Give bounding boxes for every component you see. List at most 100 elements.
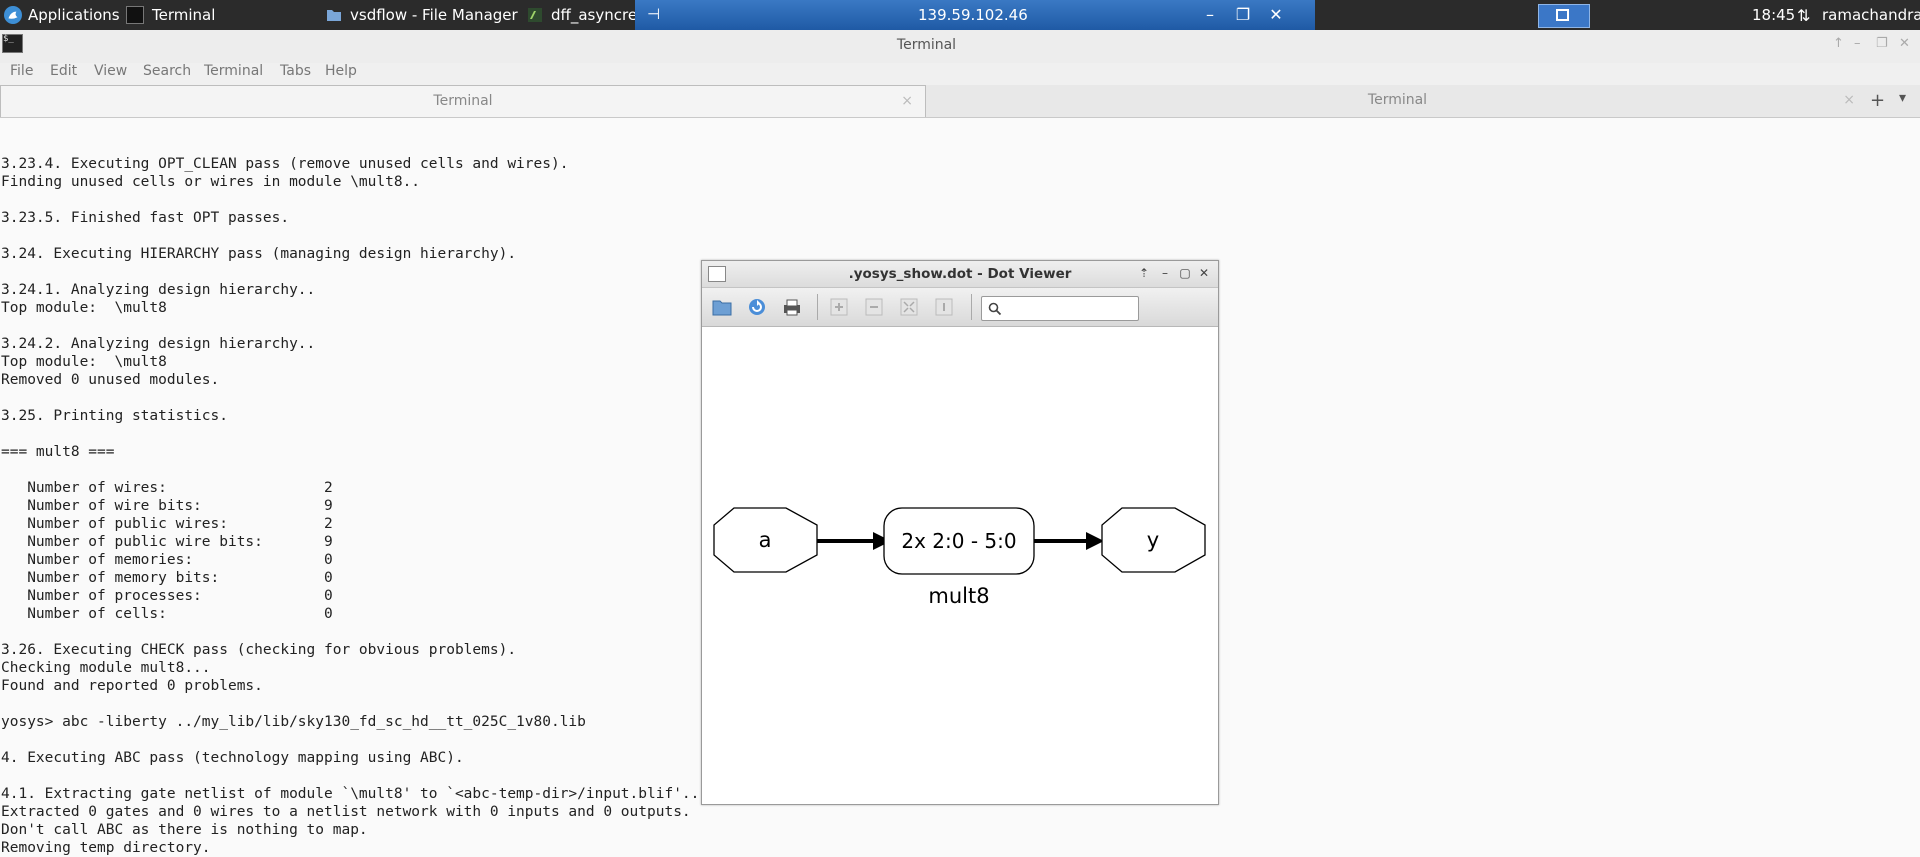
tab-close-icon[interactable]: × [1843, 92, 1855, 108]
output-node-shape[interactable] [1101, 507, 1206, 573]
applications-label: Applications [28, 6, 120, 24]
taskbar-file-manager-label: vsdflow - File Manager [350, 6, 518, 24]
menu-view[interactable]: View [94, 63, 128, 79]
module-label: mult8 [928, 584, 989, 608]
tab-terminal-1[interactable]: Terminal × [0, 85, 926, 117]
menu-edit[interactable]: Edit [50, 63, 78, 79]
network-arrows-icon: ⇅ [1797, 5, 1811, 25]
remote-restore-button[interactable]: ❐ [1235, 5, 1251, 24]
dot-viewer-title: .yosys_show.dot - Dot Viewer [848, 266, 1072, 282]
remote-session-bar[interactable]: ⊣ 139.59.102.46 – ❐ ✕ [635, 0, 1315, 30]
remote-close-button[interactable]: ✕ [1269, 5, 1283, 24]
terminal-line: yosys> abc -liberty ../my_lib/lib/sky130… [1, 714, 586, 730]
shade-icon[interactable]: ⇡ [1138, 266, 1150, 280]
print-icon[interactable] [782, 297, 802, 317]
remote-minimize-button[interactable]: – [1206, 5, 1214, 24]
workspace-switcher[interactable] [1538, 4, 1590, 28]
search-field[interactable] [981, 296, 1139, 321]
xfce-logo-icon [4, 6, 22, 24]
terminal-line: === mult8 === [1, 444, 115, 460]
network-indicator[interactable]: ⇅ [1797, 0, 1810, 30]
minimize-icon[interactable]: – [1162, 266, 1168, 280]
toolbar-separator [817, 294, 818, 320]
pin-icon[interactable]: ⊣ [647, 5, 661, 23]
dot-viewer-titlebar[interactable]: .yosys_show.dot - Dot Viewer ⇡ – ▢ ✕ [702, 261, 1218, 288]
zoom-out-icon[interactable] [864, 297, 884, 317]
zoom-in-icon[interactable] [829, 297, 849, 317]
terminal-app-icon: $_ [2, 34, 23, 53]
terminal-titlebar[interactable]: $_ Terminal ↑ – ❐ ✕ [0, 30, 1920, 64]
terminal-line: Number of memories: 0 [1, 552, 333, 568]
search-input[interactable] [1006, 299, 1138, 319]
terminal-line [1, 137, 699, 155]
open-folder-icon[interactable] [712, 297, 732, 317]
tab-close-icon[interactable]: × [901, 93, 913, 109]
close-icon[interactable]: ✕ [1198, 266, 1210, 280]
reload-icon[interactable] [747, 297, 767, 317]
tab-bar: Terminal × Terminal × + ▾ [0, 85, 1920, 118]
terminal-output[interactable]: 3.23.4. Executing OPT_CLEAN pass (remove… [1, 137, 699, 857]
terminal-line: Found and reported 0 problems. [1, 678, 263, 694]
toolbar-separator [971, 294, 972, 320]
taskbar-terminal-label: Terminal [152, 6, 216, 24]
minimize-icon[interactable]: – [1854, 36, 1861, 51]
edge-a-arrowhead [873, 532, 891, 550]
new-tab-button[interactable]: + [1870, 90, 1886, 111]
taskbar-dff-label: dff_asyncre [551, 6, 638, 24]
terminal-line [1, 695, 699, 713]
taskbar-file-manager[interactable]: vsdflow - File Manager [326, 0, 518, 30]
workspace-icon [1556, 9, 1569, 21]
terminal-line [1, 317, 699, 335]
tab-label: Terminal [433, 93, 493, 109]
folder-icon [327, 10, 341, 21]
menu-file[interactable]: File [10, 63, 34, 79]
tab-list-dropdown[interactable]: ▾ [1899, 90, 1907, 106]
menu-help[interactable]: Help [325, 63, 357, 79]
zoom-100-icon[interactable] [934, 297, 954, 317]
clock[interactable]: 18:45 [1752, 0, 1795, 30]
terminal-line: Number of public wires: 2 [1, 516, 333, 532]
output-node-label: y [1147, 528, 1159, 552]
terminal-line: Number of wires: 2 [1, 480, 333, 496]
terminal-line [1, 623, 699, 641]
dot-viewer-window[interactable]: .yosys_show.dot - Dot Viewer ⇡ – ▢ ✕ a [701, 260, 1219, 805]
tab-label: Terminal [1367, 92, 1428, 108]
maximize-icon[interactable]: ▢ [1179, 266, 1191, 280]
search-icon [988, 302, 1002, 316]
graph-svg: a 2x 2:0 - 5:0 y mult8 [713, 507, 1206, 608]
menu-terminal[interactable]: Terminal [204, 63, 264, 79]
taskbar-dff[interactable]: dff_asyncre [527, 0, 637, 30]
cell-node-label: 2x 2:0 - 5:0 [901, 529, 1016, 553]
tab-terminal-2[interactable]: Terminal × [930, 85, 1865, 117]
window-title: Terminal [896, 37, 957, 53]
terminal-line: Removing temp directory. [1, 840, 211, 856]
terminal-line: Checking module mult8... [1, 660, 211, 676]
graph-canvas[interactable]: a 2x 2:0 - 5:0 y mult8 [702, 327, 1218, 804]
terminal-line: Number of cells: 0 [1, 606, 333, 622]
terminal-line: Number of wire bits: 9 [1, 498, 333, 514]
window-icon [708, 266, 726, 282]
shade-icon[interactable]: ↑ [1833, 36, 1844, 51]
terminal-line: Number of memory bits: 0 [1, 570, 333, 586]
user-menu[interactable]: ramachandran [1822, 0, 1920, 30]
applications-menu[interactable]: Applications [4, 0, 120, 30]
terminal-line: 3.23.4. Executing OPT_CLEAN pass (remove… [1, 156, 569, 172]
input-node-shape[interactable] [713, 507, 818, 573]
terminal-line: Top module: \mult8 [1, 354, 167, 370]
clock-time: 18:45 [1752, 6, 1796, 24]
menu-search[interactable]: Search [143, 63, 192, 79]
terminal-line [1, 731, 699, 749]
terminal-line [1, 389, 699, 407]
terminal-line: Number of processes: 0 [1, 588, 333, 604]
terminal-line [1, 425, 699, 443]
terminal-line: Number of public wire bits: 9 [1, 534, 333, 550]
dot-viewer-toolbar [702, 288, 1218, 327]
menu-tabs[interactable]: Tabs [280, 63, 311, 79]
maximize-icon[interactable]: ❐ [1876, 36, 1888, 51]
terminal-line: 3.26. Executing CHECK pass (checking for… [1, 642, 517, 658]
terminal-line: 4.1. Extracting gate netlist of module `… [1, 786, 700, 802]
close-icon[interactable]: ✕ [1899, 36, 1910, 51]
taskbar-terminal[interactable]: Terminal [126, 0, 215, 30]
zoom-fit-icon[interactable] [899, 297, 919, 317]
terminal-line: 3.24. Executing HIERARCHY pass (managing… [1, 246, 517, 262]
